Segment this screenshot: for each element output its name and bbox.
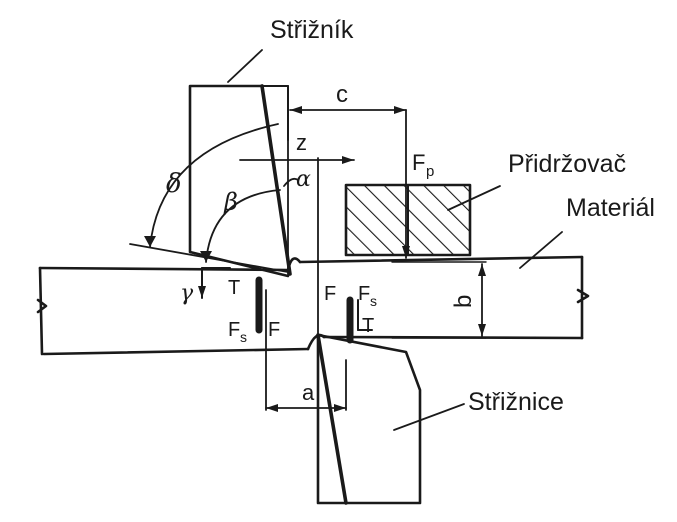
arrowhead-a-right <box>334 404 346 412</box>
material-strip-top <box>38 255 584 272</box>
symbol-fp-sub: p <box>426 163 434 180</box>
punch-cut-edge <box>260 84 292 276</box>
symbol-beta: β <box>223 188 238 216</box>
arrowhead-beta <box>200 251 212 262</box>
angle-beta-arc <box>205 189 281 263</box>
arrowhead-gamma <box>198 286 206 298</box>
arrowhead-c-left <box>290 106 302 114</box>
punch-body <box>188 84 290 278</box>
symbol-gamma: γ <box>180 281 194 306</box>
leader-holder <box>447 185 501 211</box>
label-material: Materiál <box>566 194 655 222</box>
die-body <box>316 333 422 505</box>
arrowhead-delta <box>144 236 156 247</box>
label-punch: Střižník <box>270 16 354 44</box>
arrowhead-a-left <box>266 404 278 412</box>
label-die: Střižnice <box>468 388 564 416</box>
symbol-z: z <box>296 130 307 155</box>
symbol-alpha: α <box>296 167 311 192</box>
angle-delta-arc <box>149 123 279 248</box>
symbol-b: b <box>450 295 477 308</box>
symbol-t-lower: T <box>362 315 374 337</box>
symbol-t-upper: T <box>228 277 240 299</box>
symbol-fs-upper-main: F <box>228 319 240 341</box>
angle-alpha-arc <box>283 177 299 187</box>
symbol-delta: δ <box>166 169 182 199</box>
symbol-fs-upper-sub: s <box>240 329 247 345</box>
symbol-c: c <box>336 81 348 108</box>
leader-material <box>519 231 563 269</box>
angle-gamma-ref <box>129 243 289 273</box>
die-cut-edge <box>316 333 348 505</box>
leader-die <box>393 403 465 431</box>
arrowhead-b-bottom <box>478 324 486 336</box>
arrowhead-z-right <box>342 156 354 164</box>
symbol-a: a <box>302 380 315 405</box>
leader-punch <box>227 49 263 83</box>
material-right-break <box>576 255 590 340</box>
arrowhead-c-right <box>394 106 406 114</box>
symbol-fs-lower-sub: s <box>370 293 377 309</box>
symbol-fp-main: F <box>412 150 425 175</box>
label-holder: Přidržovač <box>508 150 626 178</box>
symbol-f-lower: F <box>324 283 336 305</box>
symbol-fs-lower-main: F <box>358 283 370 305</box>
material-left-break <box>36 266 48 356</box>
arrowhead-b-top <box>478 264 486 276</box>
arrowhead-fp <box>402 246 410 258</box>
symbol-f-upper: F <box>268 319 280 341</box>
